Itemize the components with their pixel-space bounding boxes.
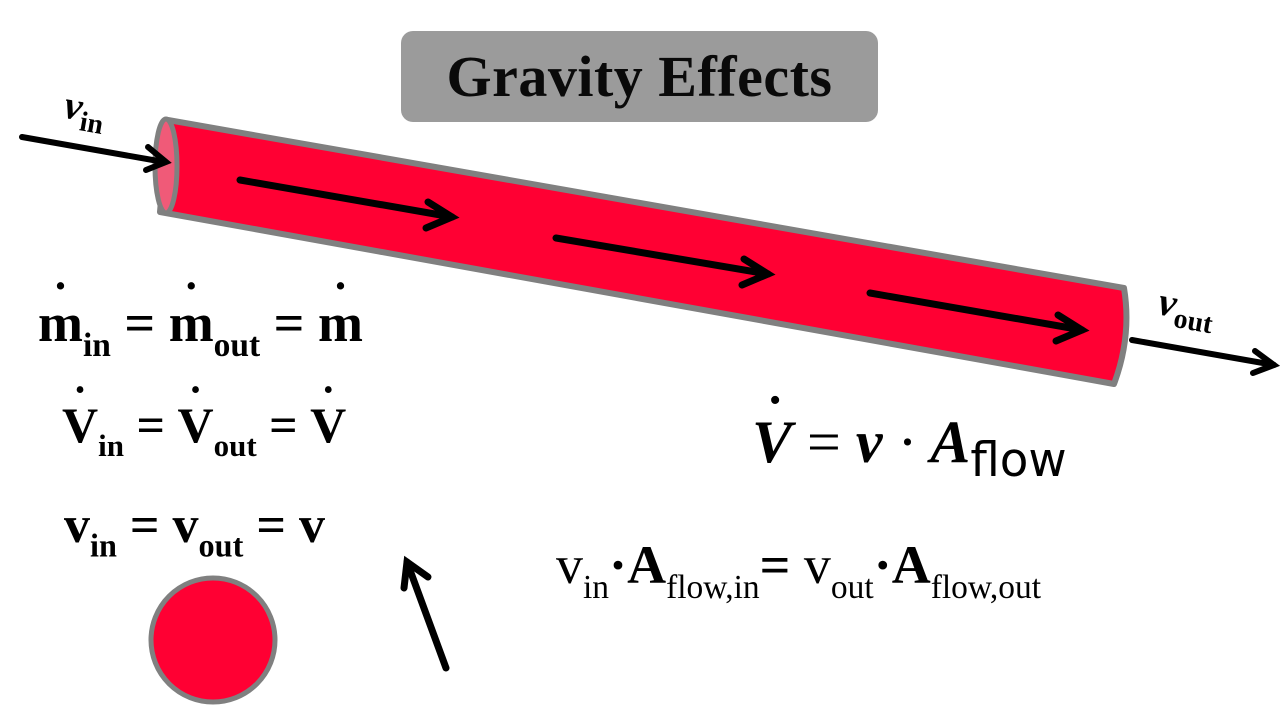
- sub-flow: flow: [970, 434, 1067, 489]
- v-dot: V: [752, 412, 792, 472]
- multiply-dot: ·: [609, 535, 628, 595]
- equals: =: [269, 397, 298, 453]
- area-symbol: A: [930, 409, 971, 475]
- sub-out: out: [213, 427, 257, 463]
- sub-out: out: [213, 327, 261, 365]
- v-in: v: [556, 535, 583, 595]
- equals: =: [807, 409, 841, 475]
- flow-arrow-1-icon: [236, 176, 460, 232]
- v-out: v: [803, 535, 831, 595]
- volume-flow-definition: V = v · Aflow: [752, 412, 1067, 485]
- v-out: v: [172, 497, 199, 554]
- equals: =: [273, 293, 305, 353]
- equals: =: [136, 397, 165, 453]
- cross-section-circle: [148, 575, 278, 705]
- m-dot: m: [318, 296, 363, 350]
- v-out-label: vout: [1154, 277, 1219, 341]
- sub-flow-in: flow,in: [666, 569, 760, 607]
- a-out: A: [891, 535, 931, 595]
- velocity-symbol: v: [855, 409, 883, 475]
- flow-arrows: [236, 176, 1090, 345]
- title-box: Gravity Effects: [401, 31, 878, 122]
- sub-in: in: [98, 427, 124, 463]
- equals: =: [124, 293, 156, 353]
- sub-flow-out: flow,out: [930, 569, 1042, 607]
- multiply-dot: ·: [897, 409, 918, 475]
- m-dot-out: m: [169, 296, 214, 350]
- flow-arrow-2-icon: [552, 234, 776, 289]
- volume-flow-equation: Vin = Vout = V: [62, 397, 346, 461]
- flow-arrow-3-icon: [866, 289, 1090, 345]
- a-in: A: [627, 535, 667, 595]
- inlet-arrow-icon: [19, 134, 172, 173]
- v-dot-in: V: [62, 400, 98, 450]
- m-dot-in: m: [38, 296, 83, 350]
- mass-flow-equation: min = mout = m: [38, 293, 363, 362]
- v-out-sub: out: [1171, 303, 1216, 341]
- v-in: v: [64, 497, 90, 554]
- equals: =: [759, 535, 791, 595]
- multiply-dot: ·: [873, 535, 892, 595]
- sub-out: out: [830, 569, 874, 607]
- equals: =: [129, 497, 160, 554]
- continuity-equation: vin·Aflow,in= vout·Aflow,out: [556, 535, 1041, 604]
- sub-in: in: [82, 327, 111, 365]
- sub-out: out: [198, 527, 244, 564]
- sub-in: in: [90, 527, 117, 564]
- velocity-equation: vin = vout = v: [64, 497, 325, 562]
- v: v: [298, 497, 325, 554]
- equals: =: [256, 497, 286, 554]
- v-dot: V: [310, 400, 346, 450]
- page-title: Gravity Effects: [446, 44, 833, 109]
- sub-in: in: [583, 569, 610, 607]
- pointer-arrow-icon: [400, 555, 450, 672]
- outlet-arrow-icon: [1129, 337, 1280, 376]
- v-dot-out: V: [177, 400, 213, 450]
